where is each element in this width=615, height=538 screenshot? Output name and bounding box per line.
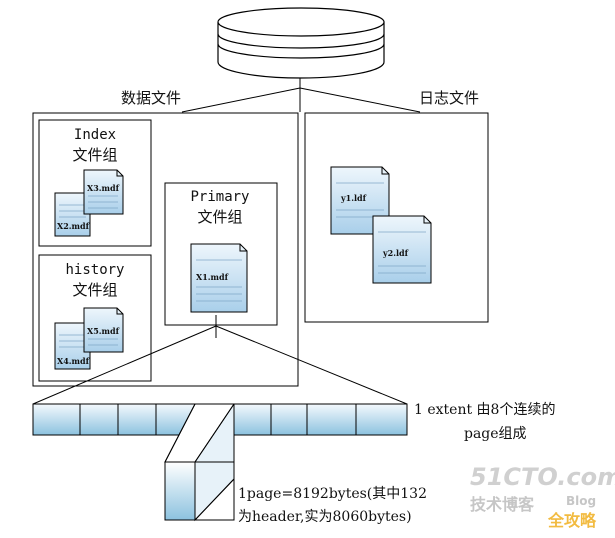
log-files-label: 日志文件: [419, 89, 479, 107]
extent-caption-line1: 1 extent 由8个连续的: [414, 401, 555, 418]
watermark-blog: Blog: [566, 494, 596, 508]
file-icon: X1.mdf: [190, 243, 248, 313]
history-filegroup: history 文件组: [38, 254, 152, 382]
primary-filegroup: Primary 文件组: [164, 182, 278, 326]
watermark-site: 51CTO.com: [470, 463, 615, 491]
history-filegroup-name: history: [65, 262, 124, 278]
file-icon: X5.mdf: [83, 307, 124, 353]
page-detail-box: [164, 403, 235, 522]
history-filegroup-subtitle: 文件组: [72, 281, 117, 299]
index-filegroup-subtitle: 文件组: [72, 146, 117, 164]
file-label-x3: X3.mdf: [87, 183, 120, 193]
file-label-y1: y1.ldf: [340, 193, 367, 203]
file-icon: y2.ldf: [372, 215, 432, 284]
primary-filegroup-subtitle: 文件组: [197, 208, 242, 226]
file-label-y2: y2.ldf: [382, 248, 409, 258]
database-cylinder-icon: [217, 7, 385, 79]
page-caption-line1: 1page=8192bytes(其中132: [238, 486, 427, 502]
file-label-x1: X1.mdf: [196, 272, 229, 282]
file-icon: X3.mdf: [83, 169, 124, 215]
index-filegroup-name: Index: [74, 127, 116, 143]
site-watermark: 51CTO.com 技术博客 Blog 全攻略: [470, 463, 615, 530]
data-files-container: [32, 112, 299, 387]
extent-zoom-lines: [32, 315, 408, 405]
extent-caption-line2: page组成: [464, 426, 527, 442]
data-files-label: 数据文件: [121, 89, 181, 107]
file-label-x5: X5.mdf: [87, 326, 120, 336]
index-filegroup: Index 文件组: [38, 119, 152, 247]
page-caption-line2: 为header,实为8060bytes): [238, 509, 412, 525]
watermark-extra: 全攻略: [547, 511, 597, 530]
file-label-x4: X4.mdf: [57, 356, 90, 366]
watermark-tagline: 技术博客: [470, 495, 535, 514]
log-files-container: [304, 112, 489, 323]
cylinder-connectors: [181, 78, 421, 113]
file-icon: X2.mdf: [54, 192, 91, 237]
file-label-x2: X2.mdf: [57, 221, 90, 231]
primary-filegroup-name: Primary: [190, 189, 249, 205]
